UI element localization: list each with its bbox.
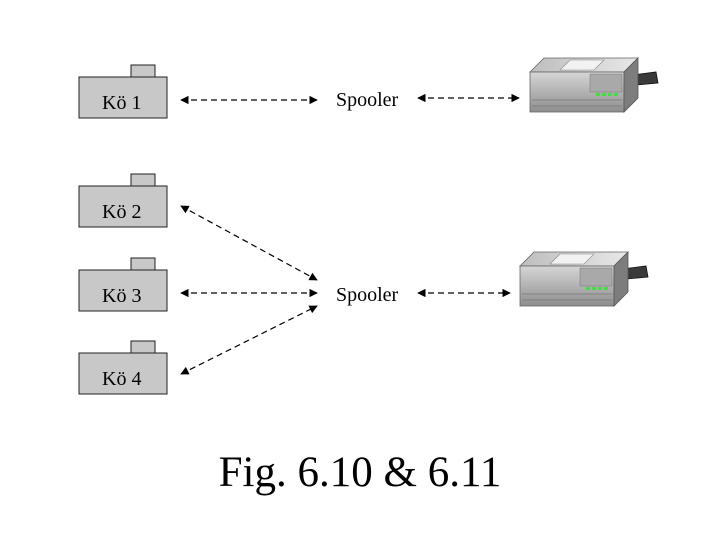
spooler-label-2: Spooler — [336, 284, 399, 306]
queue-box-2 — [78, 173, 168, 228]
spooler-label-1: Spooler — [336, 89, 399, 111]
figure-caption: Fig. 6.10 & 6.11 — [218, 449, 502, 496]
queue-label-1: Kö 1 — [102, 92, 142, 114]
queue-label-3: Kö 3 — [102, 285, 142, 307]
queue-box-3 — [78, 257, 168, 312]
queue-label-2: Kö 2 — [102, 201, 142, 223]
printer-icon — [529, 57, 659, 113]
arrow-queue2-spooler2 — [180, 205, 318, 281]
queue-box-1 — [78, 64, 168, 119]
queue-box-4 — [78, 340, 168, 395]
queue-label-4: Kö 4 — [102, 368, 142, 390]
printer-icon — [519, 251, 649, 307]
arrow-queue4-spooler2 — [180, 305, 318, 375]
